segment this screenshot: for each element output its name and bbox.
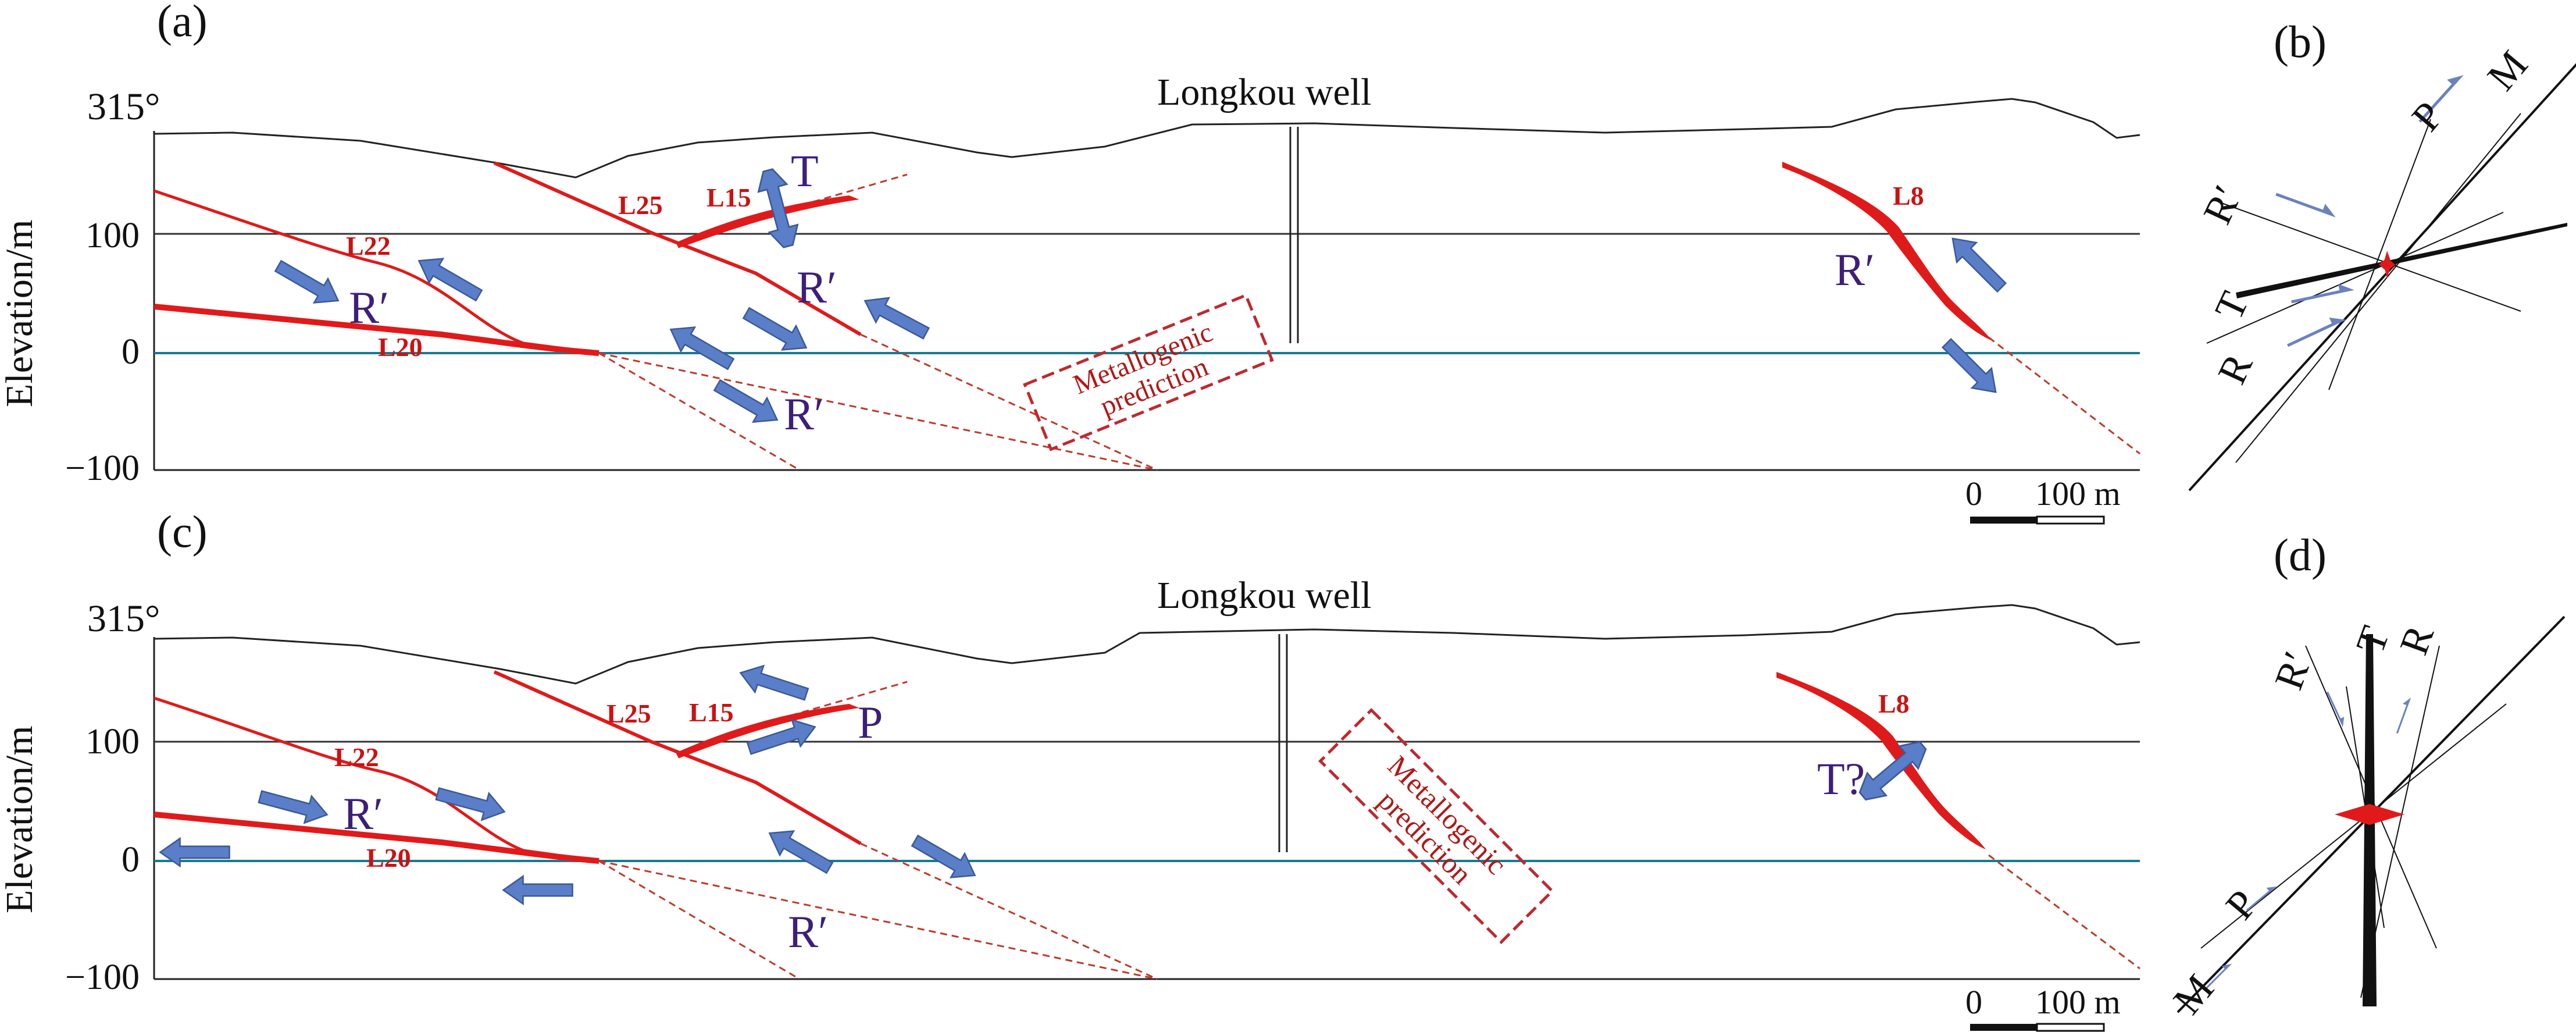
stress-label-t-question: T?: [1817, 753, 1865, 804]
panel-c-label: (c): [157, 506, 208, 557]
label-p: P: [2403, 94, 2452, 140]
label-m: M: [2479, 42, 2536, 99]
arrow-3: [663, 316, 738, 377]
vein-label-l20: L20: [378, 332, 423, 362]
vein-label-l25: L25: [606, 699, 651, 728]
label-r-prime: R′: [2267, 646, 2321, 696]
arrow-8: [1936, 332, 2007, 403]
panel-b: (b) M P R′ T R: [2188, 16, 2576, 492]
y-axis-title: Elevation/m: [0, 725, 41, 913]
vein-label-l25: L25: [618, 190, 663, 220]
topographic-surface: [154, 604, 2140, 685]
tick-0: 0: [122, 840, 140, 880]
arrow-5: [735, 659, 812, 709]
stress-label-r-prime-2: R′: [797, 262, 837, 312]
vein-extensions: [598, 681, 2140, 980]
metallogenic-prediction-box: Metallogenic prediction: [1318, 708, 1554, 944]
arrow-1: [270, 253, 346, 314]
arrow-8: [907, 828, 983, 888]
scale-bar: 0 100 m: [1965, 475, 2121, 525]
scale-length: 100 m: [2035, 983, 2121, 1021]
stress-label-r-prime-1: R′: [349, 282, 389, 333]
veins: [154, 161, 1992, 356]
panel-a: (a) 315° Longkou well Elevation/m 100 0 …: [0, 0, 2140, 525]
label-t: T: [2348, 621, 2399, 660]
arrow-7: [1942, 227, 2013, 298]
vein-label-l8: L8: [1893, 181, 1924, 211]
vein-l20: [154, 812, 600, 864]
panel-d: (d) R′ T R P M: [2165, 529, 2566, 1023]
well-label: Longkou well: [1157, 574, 1371, 617]
stress-label-r-prime-4: R′: [1835, 244, 1875, 295]
well-label: Longkou well: [1157, 71, 1371, 113]
vein-l22: [154, 189, 600, 355]
panel-a-label: (a): [157, 0, 208, 46]
vein-l25: [493, 670, 862, 845]
label-r-prime: R′: [2195, 179, 2251, 231]
vein-label-l22: L22: [346, 231, 391, 261]
arrow-7: [762, 820, 837, 881]
veins: [154, 670, 1986, 864]
vein-l15: [676, 195, 859, 248]
fracture-diagram-b: [2188, 63, 2576, 492]
azimuth-label: 315°: [87, 86, 160, 128]
panel-d-label: (d): [2274, 529, 2327, 580]
arrow-6: [709, 372, 785, 433]
panel-c: (c) 315° Longkou well Elevation/m 100 0 …: [0, 506, 2140, 1032]
vein-label-l22: L22: [334, 742, 379, 772]
tick-0: 0: [122, 332, 140, 372]
vein-l20: [154, 304, 600, 356]
stress-label-t: T: [791, 145, 819, 196]
label-r: R: [2392, 620, 2443, 661]
vein-label-l8: L8: [1878, 689, 1910, 718]
stress-label-r-prime-3: R′: [784, 389, 824, 439]
vein-label-l15: L15: [707, 183, 751, 212]
tick-100: 100: [85, 722, 140, 761]
arrow-5: [858, 287, 933, 347]
arrow-4: [502, 875, 573, 905]
label-r: R: [2210, 347, 2262, 391]
scale-length: 100 m: [2035, 475, 2121, 513]
arrow-1: [256, 782, 331, 829]
vein-l25: [493, 161, 862, 336]
fracture-diagram-d: [2177, 615, 2566, 1013]
azimuth-label: 315°: [87, 597, 160, 640]
stress-label-r-prime-2: R′: [788, 906, 828, 957]
scale-zero: 0: [1965, 983, 1982, 1021]
topographic-surface: [154, 98, 2140, 179]
vein-l8: [1782, 162, 1992, 340]
vein-extensions: [598, 173, 2140, 471]
stress-label-r-prime-1: R′: [343, 788, 383, 839]
shear-arrows: [159, 659, 1933, 905]
tick-minus-100: −100: [65, 958, 140, 997]
vein-label-l20: L20: [366, 843, 411, 873]
label-p: P: [2217, 882, 2266, 928]
vein-label-l15: L15: [689, 698, 734, 727]
y-axis-title: Elevation/m: [0, 219, 41, 407]
vein-l22: [154, 696, 600, 863]
scale-bar: 0 100 m: [1965, 983, 2121, 1032]
tick-100: 100: [85, 216, 140, 255]
vein-l15: [676, 703, 859, 759]
stress-label-p: P: [858, 697, 883, 748]
scale-zero: 0: [1965, 475, 1982, 513]
tick-minus-100: −100: [65, 449, 140, 488]
vein-l8: [1776, 672, 1986, 849]
panel-b-label: (b): [2274, 16, 2327, 67]
